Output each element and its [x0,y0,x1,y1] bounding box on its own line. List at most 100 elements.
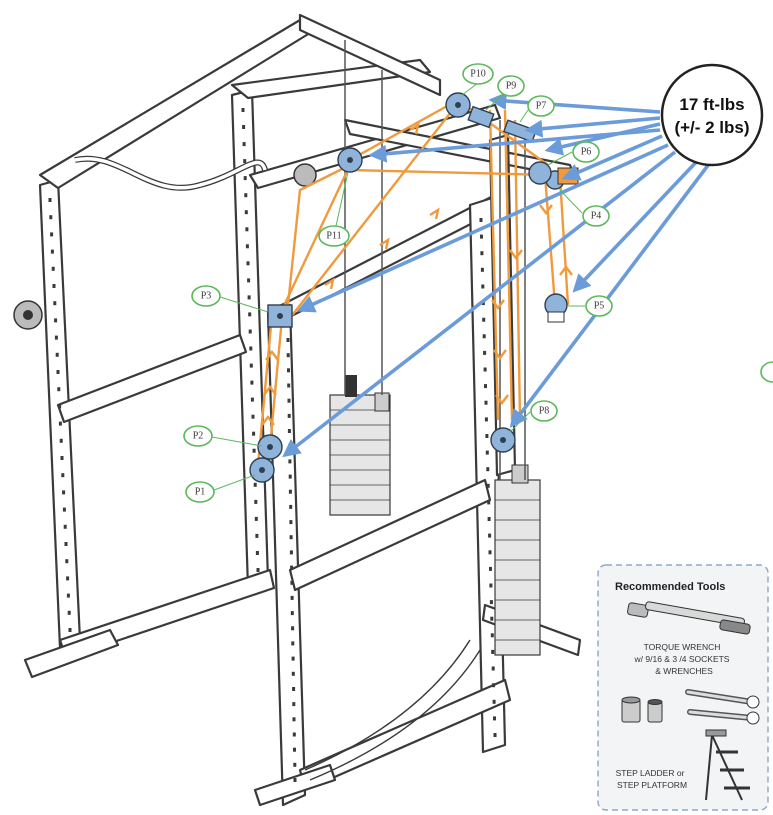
pulley-p11 [337,147,363,173]
upright-hole [487,500,491,505]
upright-hole [293,778,297,782]
upright-hole [479,218,483,222]
upright-hole [485,434,489,438]
svg-text:& WRENCHES: & WRENCHES [655,666,713,676]
upright-hole [480,234,483,239]
upright-hole [50,232,54,237]
upright-hole [252,448,256,453]
svg-text:P11: P11 [326,231,341,242]
pulley-label-p1: P1 [185,474,256,503]
svg-text:P10: P10 [470,69,486,80]
upright-hole [492,683,496,688]
pulley-p5 [544,293,568,323]
cable-routing [256,98,573,469]
upright-hole [242,125,246,129]
upright-hole [486,483,490,488]
upright-hole [244,210,248,215]
upright-hole [491,649,495,654]
upright-hole [288,474,292,479]
upright-hole [290,595,294,600]
upright-hole [292,687,296,691]
pulley-p9 [467,105,495,129]
torque-wrench-icon [627,601,751,635]
upright-hole [245,244,249,249]
upright-hole [486,467,490,472]
upright-hole [55,352,59,357]
upright-hole [254,516,258,521]
upright-hole [61,473,65,478]
upright-hole [244,193,248,198]
upright-hole [291,641,295,646]
svg-text:P2: P2 [193,431,204,442]
upright-hole [66,593,70,598]
upright-hole [60,456,64,460]
upright-hole [288,489,292,494]
upright-hole [287,368,290,373]
upright-hole [289,550,293,555]
upright-hole [248,312,252,317]
combination-wrench-icon [685,689,760,725]
upright-hole [56,370,60,374]
upright-hole [65,559,69,564]
tools-title: Recommended Tools [615,581,725,593]
upright-hole [484,384,487,389]
weight-stack-center [329,375,391,516]
upright-hole [57,387,61,392]
upright-hole [292,717,296,722]
upright-hole [488,550,492,555]
upright-hole [290,580,294,585]
upright-hole [287,413,291,418]
upright-hole [48,198,52,202]
upright-hole [242,142,246,147]
upright-hole [63,524,67,529]
svg-text:STEP PLATFORM: STEP PLATFORM [617,780,687,790]
pulley-label-p8: P8 [509,400,558,433]
upright-hole [289,504,293,509]
torque-value: 17 ft-lbs [679,95,744,114]
pulley-label-p10: P10 [461,63,494,96]
upright-hole [52,284,56,288]
pulley-p2 [257,434,283,460]
svg-text:P6: P6 [581,147,592,158]
upright-hole [290,565,294,570]
upright-hole [483,367,487,372]
svg-text:P3: P3 [201,291,212,302]
weight-stack-right [494,464,541,656]
pulley-label-p6: P6 [547,141,600,166]
upright-hole [493,716,496,721]
upright-hole [293,747,296,752]
svg-text:TORQUE WRENCH: TORQUE WRENCH [644,642,721,652]
upright-hole [253,482,257,487]
torque-callout: 17 ft-lbs (+/- 2 lbs) [660,63,764,167]
upright-hole [291,671,295,676]
upright-hole [290,611,294,616]
upright-hole [64,542,68,546]
upright-hole [66,576,70,581]
upright-hole [250,397,254,402]
upright-hole [484,417,488,422]
upright-hole [289,535,293,540]
upright-hole [53,301,57,306]
upright-hole [487,517,491,521]
upright-hole [54,335,58,340]
upright-hole [51,266,55,271]
upright-hole [287,398,291,403]
pulley-label-p4: P4 [559,189,610,227]
upright-hole [483,350,487,355]
pulley-label-p5: P5 [568,295,613,317]
step-ladder-icon [705,729,750,801]
upright-hole [246,261,250,266]
pulley-p8 [490,427,516,453]
upright-hole [255,533,259,538]
upright-hole [289,520,293,525]
upright-hole [54,318,58,323]
svg-text:P7: P7 [536,101,547,112]
pulley-label-p9: P9 [485,75,525,111]
upright-hole [288,459,292,464]
pulley-p1 [249,457,275,483]
upright-hole [292,702,296,707]
upright-hole [488,533,492,538]
upright-hole [490,633,494,638]
upright-hole [245,227,249,232]
